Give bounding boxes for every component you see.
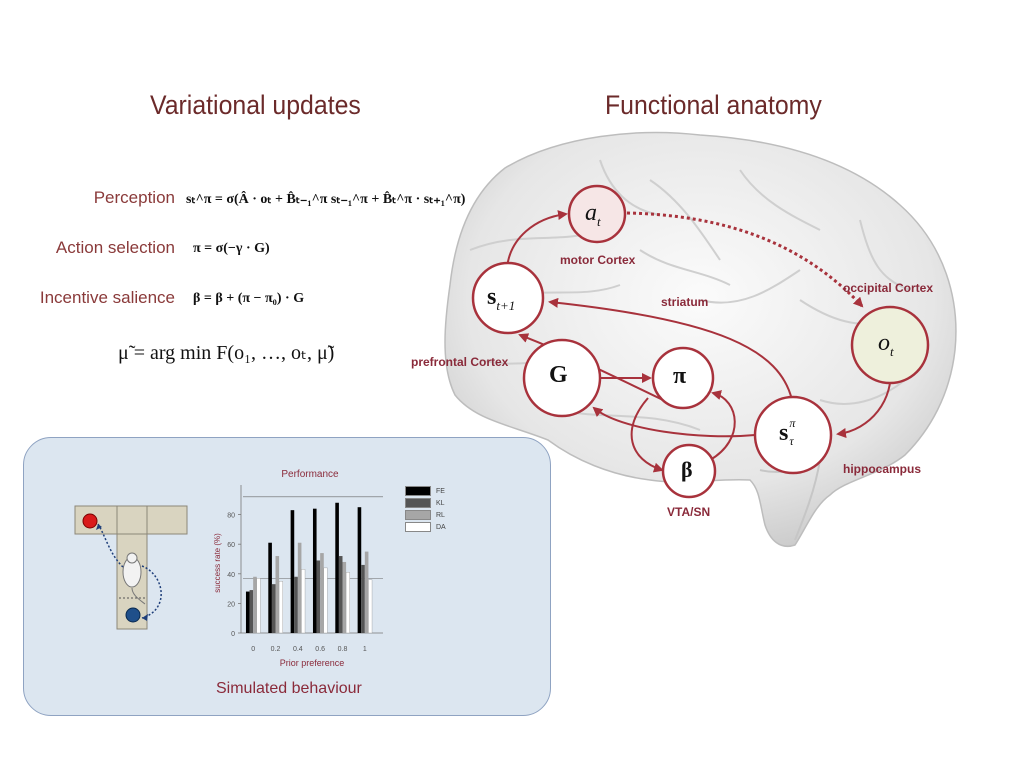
red-ball: [82, 513, 98, 529]
legend-item: DA: [405, 521, 446, 533]
bar-da: [368, 579, 373, 634]
bar-fe: [335, 502, 339, 633]
legend-item: RL: [405, 509, 446, 521]
legend-label: KL: [436, 499, 445, 507]
bar-kl: [338, 556, 343, 633]
region-hippocampus: hippocampus: [843, 462, 922, 476]
x-tick-label: 0.8: [338, 646, 348, 653]
x-tick-label: 0: [251, 646, 255, 653]
bar-rl: [297, 542, 302, 633]
node-s-tau: [753, 395, 833, 475]
x-tick-label: 1: [363, 646, 367, 653]
region-occipital-cortex: occipital Cortex: [843, 281, 934, 295]
perception-equation: sₜ^π = σ(Â · oₜ + B̂ₜ₋₁^π sₜ₋₁^π + B̂ₜ^π…: [186, 192, 466, 207]
legend-item: KL: [405, 497, 446, 509]
legend-swatch: [405, 486, 431, 496]
node-a: [567, 184, 627, 244]
bar-da: [345, 572, 350, 634]
node-s-next: [471, 261, 545, 335]
y-tick-label: 80: [227, 513, 235, 520]
performance-chart: Performance Prior preference success rat…: [213, 469, 383, 668]
bar-da: [301, 569, 306, 634]
node-pi: [651, 346, 715, 410]
perception-label: Perception: [93, 188, 175, 207]
arrow-pi-to-beta: [630, 397, 664, 473]
bar-fe: [357, 507, 362, 633]
node-G: [522, 338, 602, 418]
x-tick-label: 0.6: [315, 646, 325, 653]
free-energy-equation: μ̃ = arg min F(o₁, …, oₜ, μ̃): [118, 342, 335, 364]
region-prefrontal-cortex: prefrontal Cortex: [411, 355, 509, 369]
region-motor-cortex: motor Cortex: [560, 253, 636, 267]
node-s-next-label: st+1: [487, 284, 516, 313]
legend-label: DA: [436, 523, 446, 531]
arrow-stau-to-snext: [548, 297, 793, 401]
bar-fe: [312, 508, 317, 633]
bar-kl: [316, 560, 321, 633]
incentive-salience-label: Incentive salience: [39, 288, 175, 307]
bar-fe: [268, 542, 272, 633]
chart-title: Performance: [281, 469, 339, 480]
node-G-label: G: [549, 362, 568, 388]
y-tick-label: 40: [227, 572, 235, 579]
bar-rl: [364, 551, 369, 633]
y-tick-label: 0: [231, 631, 235, 638]
legend-swatch: [405, 498, 431, 508]
incentive-salience-equation: β = β + (π − π₀) · G: [193, 291, 305, 306]
bar-kl: [271, 584, 276, 633]
node-beta: [661, 443, 717, 499]
bar-fe: [245, 591, 250, 633]
legend-swatch: [405, 510, 431, 520]
bar-fe: [290, 510, 295, 633]
arrow-s-to-a: [506, 210, 568, 269]
simulated-behaviour-title: Simulated behaviour: [216, 680, 362, 697]
bar-rl: [320, 553, 324, 633]
bar-kl: [294, 576, 298, 633]
node-beta-label: β: [681, 457, 693, 482]
node-a-label: at: [585, 200, 601, 229]
legend-item: FE: [405, 485, 446, 497]
bar-kl: [361, 564, 365, 633]
chart-xlabel: Prior preference: [280, 658, 345, 668]
blue-ball: [125, 607, 141, 623]
x-tick-label: 0.4: [293, 646, 303, 653]
chart-ylabel: success rate (%): [213, 533, 222, 593]
x-tick-label: 0.2: [271, 646, 281, 653]
action-selection-label: Action selection: [55, 238, 175, 257]
title-functional-anatomy: Functional anatomy: [605, 90, 822, 120]
arrow-beta-to-pi: [709, 390, 736, 461]
bar-kl: [249, 590, 254, 633]
bar-rl: [342, 561, 347, 633]
bar-da: [256, 578, 261, 634]
legend-label: RL: [436, 511, 445, 519]
simulated-behaviour-panel: [23, 437, 551, 716]
node-pi-label: π: [673, 363, 687, 389]
bar-da: [323, 567, 328, 634]
region-vta-sn: VTA/SN: [667, 505, 711, 519]
region-striatum: striatum: [661, 295, 709, 309]
bar-da: [278, 580, 283, 634]
arrow-stau-to-G: [592, 406, 756, 438]
title-variational-updates: Variational updates: [150, 90, 361, 120]
y-tick-label: 60: [227, 542, 235, 549]
bar-rl: [275, 556, 280, 633]
node-o-label: ot: [878, 330, 894, 359]
legend-label: FE: [436, 487, 445, 495]
node-o: [850, 305, 930, 385]
action-selection-equation: π = σ(−γ · G): [193, 241, 270, 256]
chart-legend: FE KL RL DA: [405, 485, 446, 533]
bar-rl: [253, 576, 257, 633]
legend-swatch: [405, 522, 431, 532]
t-maze-illustration: [74, 505, 188, 630]
y-tick-label: 20: [227, 601, 235, 608]
